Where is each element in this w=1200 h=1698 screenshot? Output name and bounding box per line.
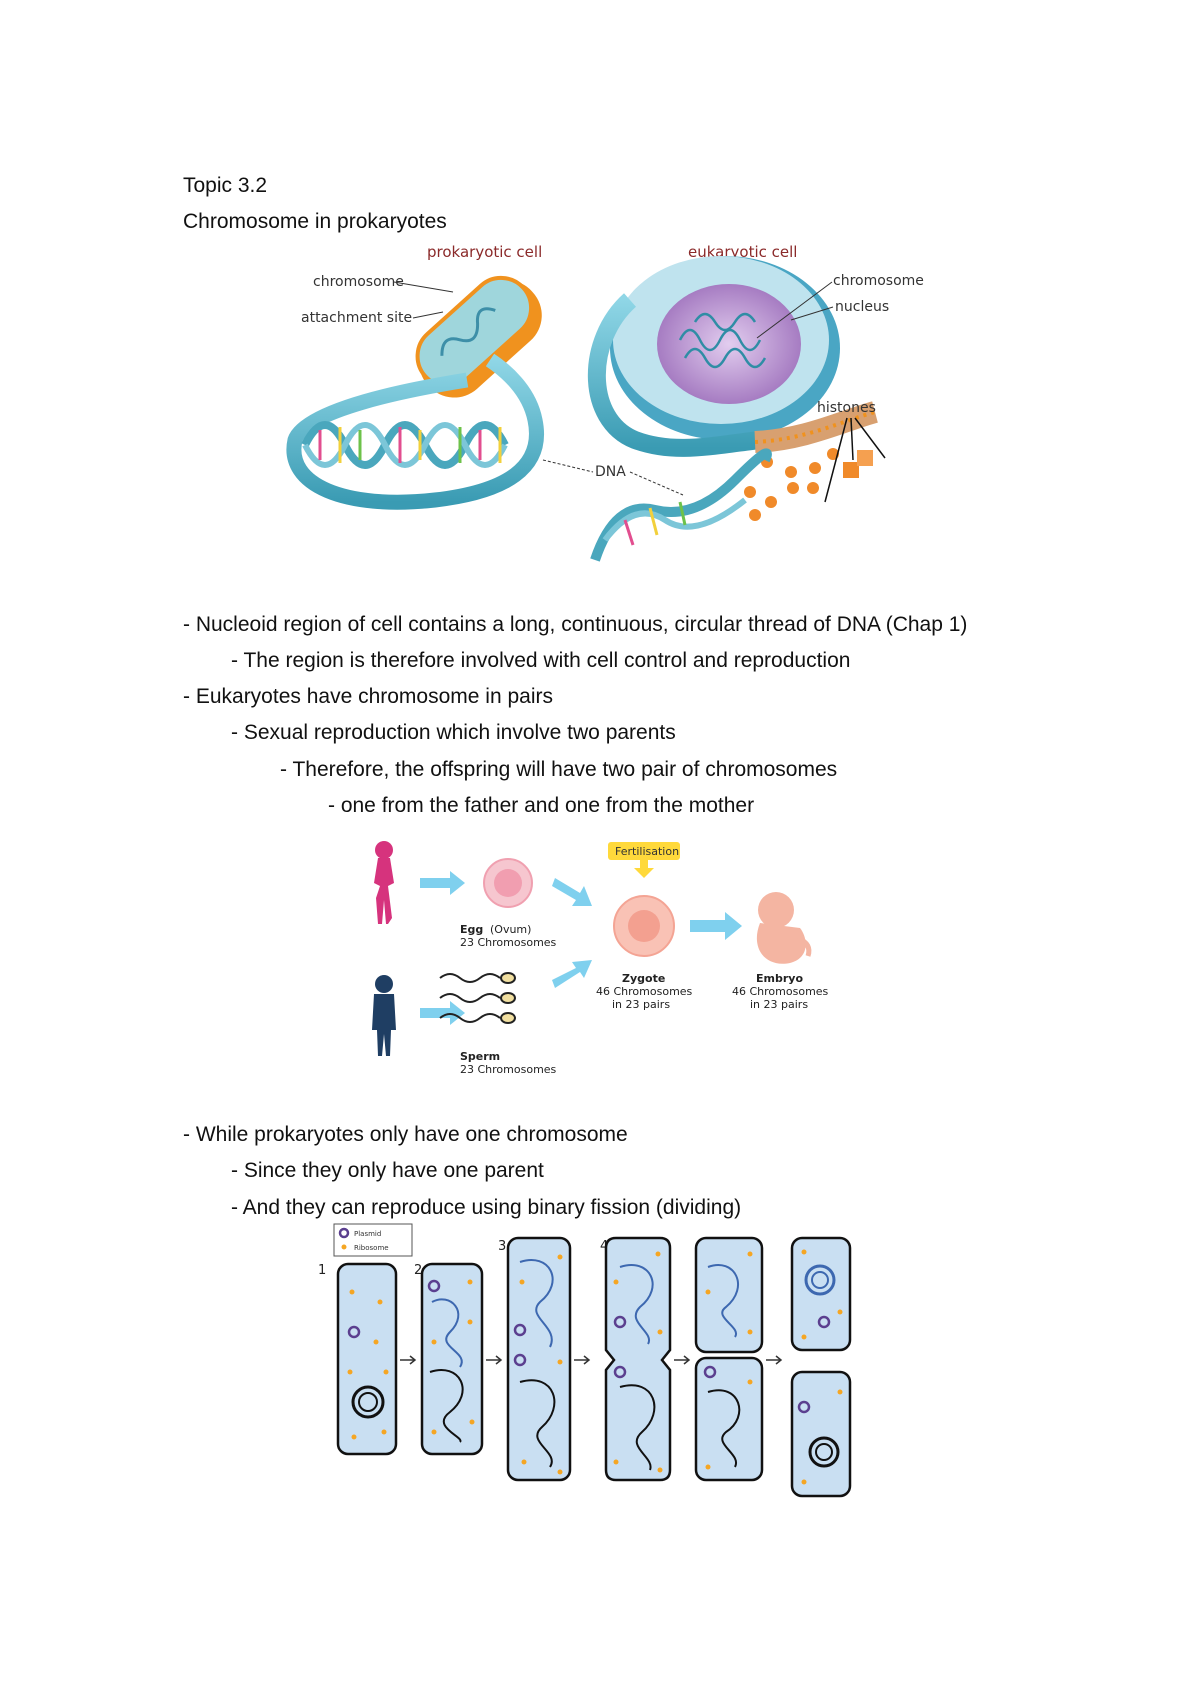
- title-prokaryotic-cell: prokaryotic cell: [427, 243, 542, 261]
- sperm-title: Sperm: [460, 1050, 500, 1063]
- chromosome-cell-diagram: prokaryotic cell eukaryotic cell chromos…: [286, 243, 924, 562]
- fission-cell-3: [506, 1236, 572, 1482]
- label-histones: histones: [817, 400, 876, 416]
- prokaryotic-cell-shape: [415, 275, 542, 398]
- histone-beads: [744, 448, 839, 521]
- label-attachment-site: attachment site: [301, 310, 412, 326]
- egg-chromosome-count: 23 Chromosomes: [460, 936, 557, 949]
- bullet-one-parent: - Since they only have one parent: [231, 1159, 544, 1182]
- embryo-chromosome-count: 46 Chromosomes: [732, 985, 829, 998]
- step-2: 2: [414, 1263, 422, 1278]
- step-4: 4: [600, 1239, 608, 1254]
- zygote-cell: [613, 895, 675, 957]
- fission-cell-5: [694, 1236, 764, 1482]
- legend-plasmid: Plasmid: [354, 1230, 381, 1238]
- embryo-pairs: in 23 pairs: [750, 998, 808, 1011]
- label-chromosome-eukaryote: chromosome: [833, 273, 924, 289]
- sperm-cells: [439, 972, 516, 1024]
- fertilisation-label: Fertilisation: [615, 845, 679, 858]
- prokaryotic-dna-loop: [286, 353, 544, 510]
- egg-title: Egg: [460, 923, 483, 936]
- bullet-binary-fission: - And they can reproduce using binary fi…: [231, 1196, 742, 1219]
- fission-cell-4: [604, 1236, 672, 1482]
- bullet-eukaryotes: - Eukaryotes have chromosome in pairs: [183, 685, 553, 708]
- eukaryotic-dna-helix: [590, 448, 772, 562]
- label-nucleus: nucleus: [835, 299, 889, 315]
- bullet-one-chromosome: - While prokaryotes only have one chromo…: [183, 1123, 628, 1146]
- eukaryotic-cell-shape: [610, 256, 840, 440]
- zygote-title: Zygote: [622, 972, 665, 985]
- fission-cell-6: [790, 1236, 852, 1498]
- bullet-parents: - one from the father and one from the m…: [328, 794, 755, 817]
- fission-cell-1: [336, 1262, 398, 1456]
- egg-subtitle: (Ovum): [490, 923, 531, 936]
- binary-fission-diagram: Plasmid Ribosome 1 2 3 4 5 6: [318, 1223, 852, 1498]
- egg-cell: [483, 858, 533, 908]
- fission-cell-2: [420, 1262, 484, 1456]
- plasmid-icon: [338, 1227, 350, 1239]
- topic-number: Topic 3.2: [183, 174, 268, 197]
- bullet-region: - The region is therefore involved with …: [231, 649, 851, 672]
- zygote-pairs: in 23 pairs: [612, 998, 670, 1011]
- bullet-offspring: - Therefore, the offspring will have two…: [280, 758, 838, 781]
- bullet-sexual: - Sexual reproduction which involve two …: [231, 721, 676, 744]
- fertilisation-badge: [608, 842, 680, 860]
- female-silhouette: [374, 841, 394, 924]
- eukaryotic-dna-coil: [587, 293, 761, 457]
- ribosome-icon: [341, 1244, 347, 1250]
- fission-legend: Plasmid Ribosome: [333, 1223, 413, 1257]
- flow-arrows: [420, 871, 742, 1025]
- fertilisation-arrow: [634, 860, 654, 878]
- male-silhouette: [372, 975, 396, 1056]
- page-heading: Chromosome in prokaryotes: [183, 210, 447, 233]
- bullet-nucleoid: - Nucleoid region of cell contains a lon…: [183, 613, 968, 636]
- embryo-title: Embryo: [756, 972, 803, 985]
- label-dna: DNA: [595, 464, 626, 480]
- step-1: 1: [318, 1263, 326, 1278]
- embryo: [756, 892, 812, 964]
- sperm-chromosome-count: 23 Chromosomes: [460, 1063, 557, 1076]
- step-3: 3: [498, 1239, 506, 1254]
- zygote-chromosome-count: 46 Chromosomes: [596, 985, 693, 998]
- fertilisation-diagram: Egg (Ovum) 23 Chromosomes Sperm 23 Chrom…: [372, 841, 829, 1076]
- label-chromosome-prokaryote: chromosome: [313, 274, 404, 290]
- legend-ribosome: Ribosome: [354, 1244, 389, 1252]
- chromatin-coil: [754, 401, 878, 478]
